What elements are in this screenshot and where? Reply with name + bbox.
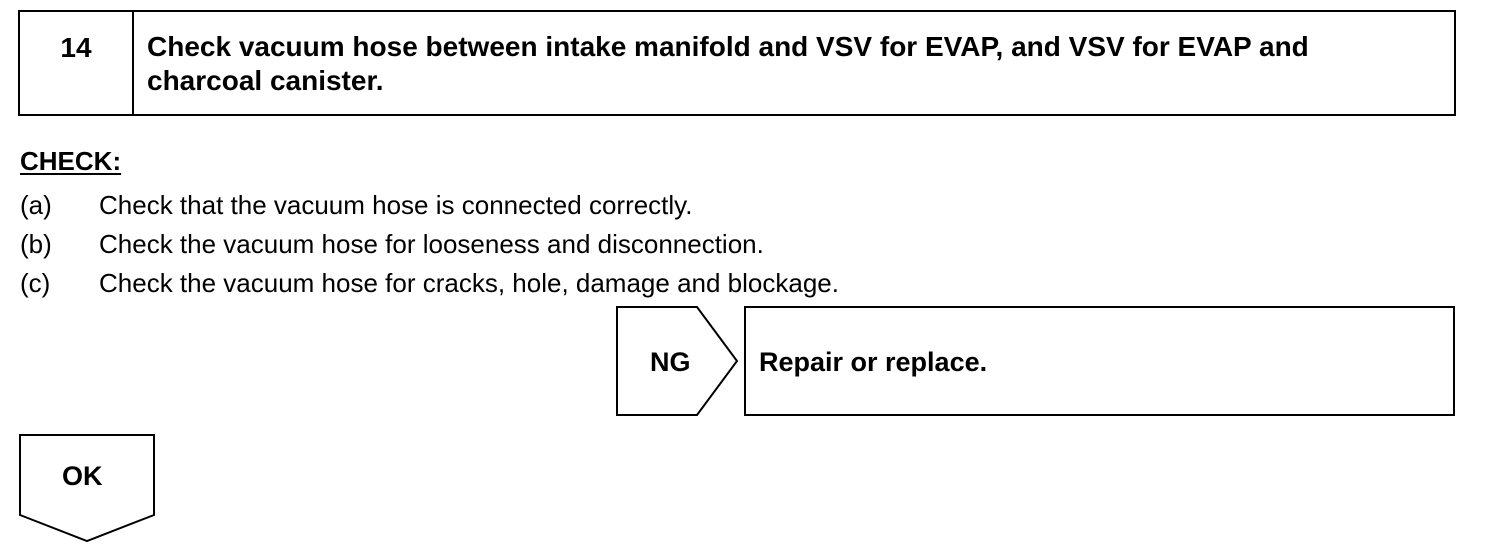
check-item-text: Check that the vacuum hose is connected …: [99, 190, 693, 220]
check-heading: CHECK:: [20, 146, 122, 176]
ng-label: NG: [650, 347, 691, 377]
ng-action-text: Repair or replace.: [759, 347, 987, 377]
step-number: 14: [20, 12, 134, 114]
step-title: Check vacuum hose between intake manifol…: [147, 31, 1309, 96]
check-item: (a) Check that the vacuum hose is connec…: [20, 186, 839, 225]
check-item-marker: (a): [20, 190, 52, 220]
check-item-text: Check the vacuum hose for looseness and …: [99, 229, 764, 259]
check-item-marker: (b): [20, 229, 52, 259]
check-item: (c) Check the vacuum hose for cracks, ho…: [20, 264, 839, 303]
check-item-marker: (c): [20, 268, 51, 298]
step-header-box: 14 Check vacuum hose between intake mani…: [18, 10, 1456, 116]
ng-action-box: [744, 306, 1455, 416]
ng-arrow-shape: [616, 306, 739, 416]
check-item: (b) Check the vacuum hose for looseness …: [20, 225, 839, 264]
ok-arrow-shape: [19, 434, 155, 543]
check-list: (a) Check that the vacuum hose is connec…: [20, 186, 839, 303]
ok-label: OK: [62, 461, 103, 491]
check-item-text: Check the vacuum hose for cracks, hole, …: [99, 268, 839, 298]
